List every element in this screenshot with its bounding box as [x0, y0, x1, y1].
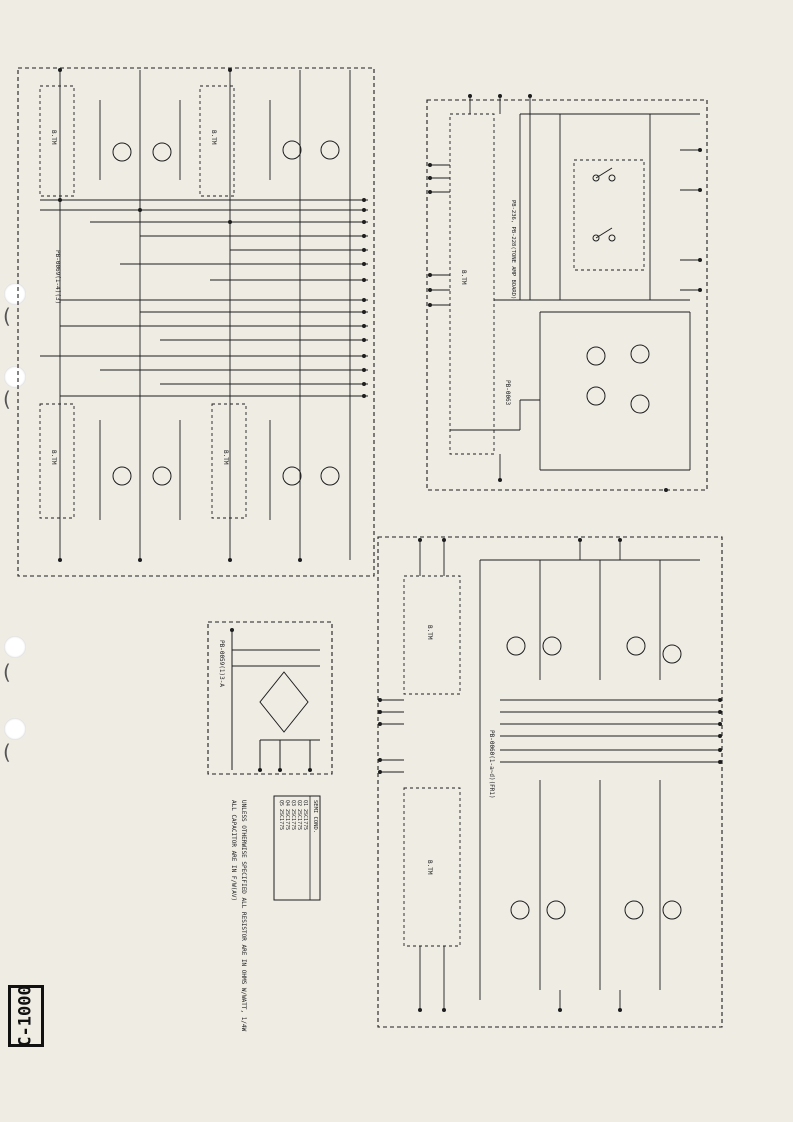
punch-hole-3 — [4, 636, 26, 658]
paper-curl-2: ( — [3, 387, 11, 411]
board-d-terminals — [230, 628, 312, 772]
board-a-block-3 — [39, 403, 75, 519]
transistor-q1-symbol — [112, 142, 132, 162]
notes-heading: UNLESS OTHERWISE SPECIFIED ALL RESISTOR … — [240, 800, 247, 1032]
board-a-block-4-tag: B.TM — [222, 450, 229, 465]
transistor-q13-symbol — [506, 636, 526, 656]
board-c-transistors — [506, 636, 682, 920]
board-b-switch-contacts — [592, 167, 616, 242]
semiconductor-row-3: Q3 2SC1775 — [290, 800, 296, 830]
notes-line-2: ALL CAPACITOR ARE IN F/W(AV) — [230, 800, 237, 901]
semiconductor-table-title: SEMI COND. — [312, 800, 318, 833]
semiconductor-row-4: Q4 2SC1775 — [284, 800, 290, 830]
board-a-terminals — [58, 68, 366, 562]
transistor-q5-symbol — [112, 466, 132, 486]
board-c-block-2 — [403, 787, 461, 947]
board-b: B.TM PB-0063 PB-236, PB-228(TONE AMP BOA… — [426, 94, 708, 492]
transistor-q4-symbol — [320, 140, 340, 160]
transistor-q19-symbol — [624, 900, 644, 920]
board-b-block — [449, 113, 495, 455]
board-c-wiring — [380, 540, 720, 1010]
transistor-q14-symbol — [542, 636, 562, 656]
transistor-q18-symbol — [546, 900, 566, 920]
board-a-transistors — [112, 140, 340, 486]
transistor-q8-symbol — [320, 466, 340, 486]
board-a-outline — [17, 67, 375, 577]
board-b-transistors — [586, 344, 650, 414]
paper-curl-3: ( — [3, 660, 11, 684]
board-b-outline — [426, 99, 708, 491]
transistor-q9-symbol — [586, 346, 606, 366]
punch-hole-4 — [4, 718, 26, 740]
transistor-q17-symbol — [510, 900, 530, 920]
punch-hole-1 — [4, 283, 26, 305]
board-a-block-1-tag: B.TM — [50, 130, 57, 145]
board-a: PB-0069(1-4)(3) B.TM B.TM B.TM B.TM — [17, 67, 375, 577]
semiconductor-row-5: Q5 2SC1775 — [278, 800, 284, 830]
transistor-q15-symbol — [626, 636, 646, 656]
board-b-block-tag: B.TM — [460, 270, 467, 285]
model-label: C-1000 — [16, 985, 37, 1047]
board-c-block-1-tag: B.TM — [426, 625, 433, 640]
board-b-switch-note: PB-236, PB-228(TONE AMP BOARD) — [510, 200, 516, 299]
semiconductor-row-2: Q2 2SC1775 — [296, 800, 302, 830]
board-b-terminals — [428, 94, 702, 492]
semiconductor-row-1: Q1 2SC1775 — [302, 800, 308, 830]
board-a-block-4 — [211, 403, 247, 519]
transistor-q2-symbol — [152, 142, 172, 162]
transistor-q11-symbol — [586, 386, 606, 406]
model-label-box: C-1000 — [8, 985, 44, 1047]
transistor-q3-symbol — [282, 140, 302, 160]
transistor-q12-symbol — [630, 394, 650, 414]
paper-curl-1: ( — [3, 304, 11, 328]
board-a-label: PB-0069(1-4)(3) — [54, 250, 61, 304]
board-d: PB-0059(1)3-A — [207, 621, 333, 775]
transistor-q6-symbol — [152, 466, 172, 486]
board-b-label: PB-0063 — [504, 380, 511, 406]
board-c-terminals — [378, 538, 722, 1012]
board-d-outline — [207, 621, 333, 775]
board-c-outline — [377, 536, 723, 1028]
punch-hole-2 — [4, 366, 26, 388]
transistor-q7-symbol — [282, 466, 302, 486]
board-d-wiring — [231, 630, 320, 770]
board-b-wiring — [430, 96, 700, 480]
semiconductor-table-frame — [273, 795, 321, 901]
board-c-label: PB-0060(1-a~d)(FR1) — [488, 730, 495, 799]
semiconductor-table: SEMI COND. Q1 2SC1775 Q2 2SC1775 Q3 2SC1… — [273, 795, 321, 901]
transistor-q16-symbol — [662, 644, 682, 664]
paper-curl-4: ( — [3, 740, 11, 764]
bridge-rectifier-symbol — [259, 671, 309, 733]
board-d-label: PB-0059(1)3-A — [218, 640, 225, 687]
board-c: B.TM B.TM PB-0060(1-a~d)(FR1) — [377, 536, 723, 1028]
board-a-block-3-tag: B.TM — [50, 450, 57, 465]
board-c-block-1 — [403, 575, 461, 695]
transistor-q10-symbol — [630, 344, 650, 364]
board-c-block-2-tag: B.TM — [426, 860, 433, 875]
transistor-q20-symbol — [662, 900, 682, 920]
board-a-block-2-tag: B.TM — [210, 130, 217, 145]
board-a-bus — [40, 70, 368, 560]
